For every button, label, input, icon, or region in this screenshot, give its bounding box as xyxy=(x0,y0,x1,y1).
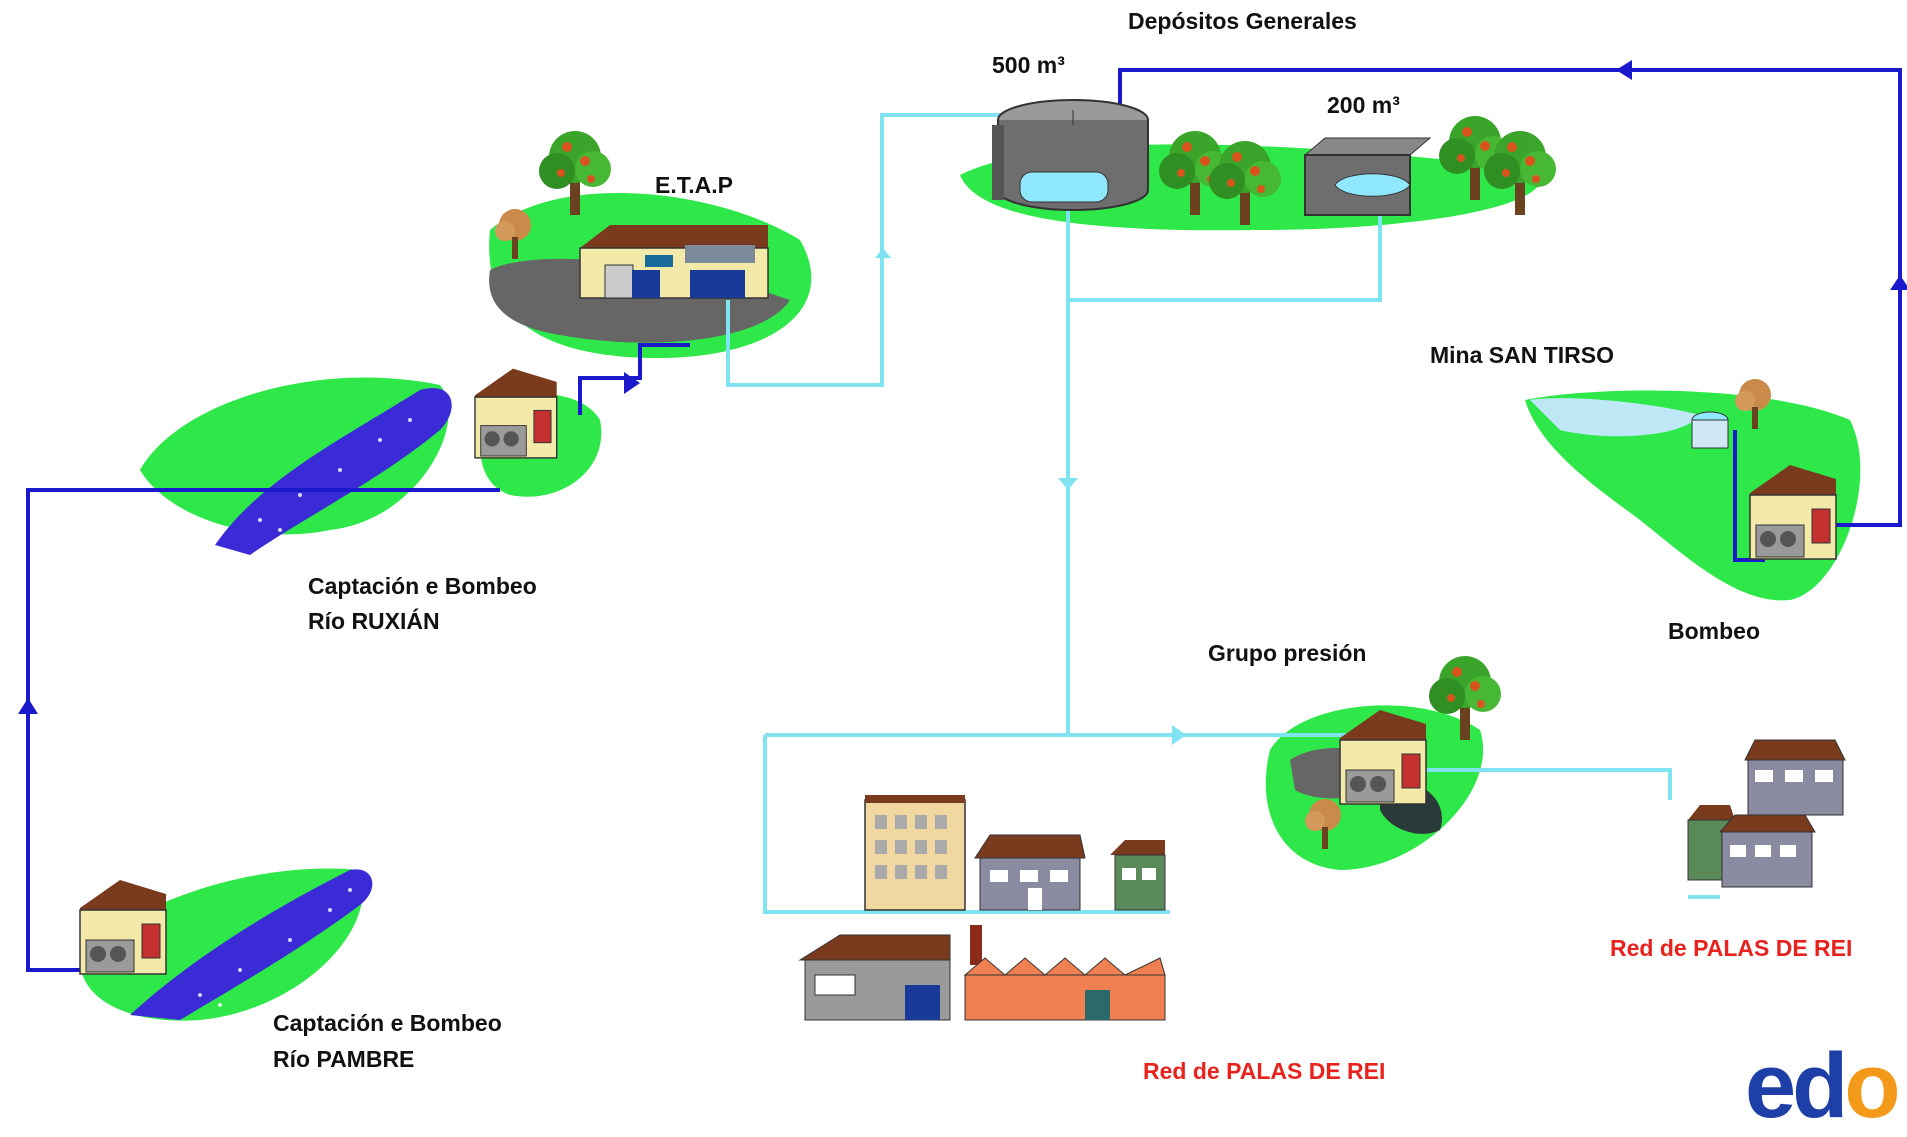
flow-arrow-icon xyxy=(18,60,1907,745)
rivers xyxy=(130,388,452,1020)
factory-icon xyxy=(963,925,1166,1021)
etap-label: E.T.A.P xyxy=(655,172,733,198)
warehouse-icon xyxy=(798,934,951,1021)
water-supply-diagram xyxy=(18,60,1907,1021)
red-palas-de-rei-bottom-label: Red de PALAS DE REI xyxy=(1143,1058,1386,1084)
logo-accent-text: o xyxy=(1844,1035,1900,1137)
mina-san-tirso-label: Mina SAN TIRSO xyxy=(1430,342,1615,368)
ruxian-caption-line1: Captación e Bombeo xyxy=(308,573,537,599)
brand-logo: edo xyxy=(1745,1040,1901,1132)
ruxian-caption-line2: Río RUXIÁN xyxy=(308,608,440,634)
tank-200-icon xyxy=(1303,137,1432,216)
pambre-caption-line2: Río PAMBRE xyxy=(273,1046,415,1072)
logo-main-text: ed xyxy=(1745,1035,1848,1137)
pambre-caption-line1: Captación e Bombeo xyxy=(273,1010,502,1036)
tank-200-capacity-label: 200 m³ xyxy=(1327,92,1400,118)
raw-water-pipes xyxy=(26,68,1902,972)
red-palas-de-rei-right-label: Red de PALAS DE REI xyxy=(1610,935,1853,961)
right-houses xyxy=(1687,739,1846,888)
house-icon xyxy=(974,834,1166,911)
mine-well-icon xyxy=(1691,411,1729,449)
etap-building xyxy=(579,225,769,299)
bombeo-label: Bombeo xyxy=(1668,618,1760,644)
grupo-presion-label: Grupo presión xyxy=(1208,640,1367,666)
apartment-block-icon xyxy=(864,795,966,911)
depositos-generales-label: Depósitos Generales xyxy=(1128,8,1357,34)
tank-500-icon xyxy=(992,99,1149,211)
treated-water-pipes xyxy=(726,113,1720,914)
tank-500-capacity-label: 500 m³ xyxy=(992,52,1065,78)
